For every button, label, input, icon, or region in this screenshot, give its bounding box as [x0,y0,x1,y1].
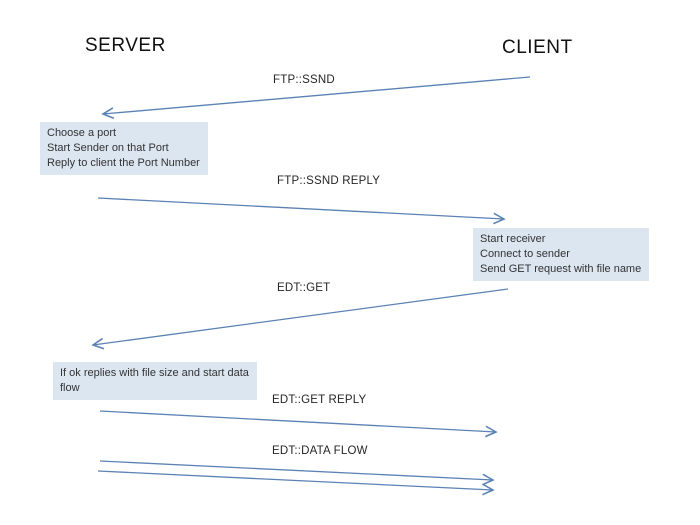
message-label-edt-data-flow: EDT::DATA FLOW [272,445,368,457]
arrow-ftp-ssnd-reply [97,197,504,219]
note-client-start-receiver: Start receiver Connect to sender Send GE… [473,228,650,281]
arrow-ftp-ssnd [103,76,531,114]
note-line: Connect to sender [480,248,570,260]
arrow-edt-get [93,288,509,345]
note-line: Start receiver [480,233,546,245]
arrow-edt-data-flow-2 [97,470,493,490]
note-line: Choose a port [47,127,117,139]
message-label-ftp-ssnd-reply: FTP::SSND REPLY [277,175,381,187]
note-line: Reply to client the Port Number [47,157,200,169]
note-line: If ok replies with file size and start d… [60,367,249,379]
arrow-edt-data-flow-1 [99,460,493,480]
arrow-edt-get-reply [99,410,496,432]
note-line: Send GET request with file name [480,263,642,275]
note-server-ok-reply: If ok replies with file size and start d… [53,362,257,400]
message-label-ftp-ssnd: FTP::SSND [273,74,335,86]
note-server-choose-port: Choose a port Start Sender on that Port … [40,122,208,175]
message-label-edt-get-reply: EDT::GET REPLY [272,394,367,406]
note-line: flow [60,382,80,394]
message-label-edt-get: EDT::GET [277,282,331,294]
actor-label-client: CLIENT [502,37,573,58]
actor-label-server: SERVER [85,35,166,56]
note-line: Start Sender on that Port [47,142,169,154]
